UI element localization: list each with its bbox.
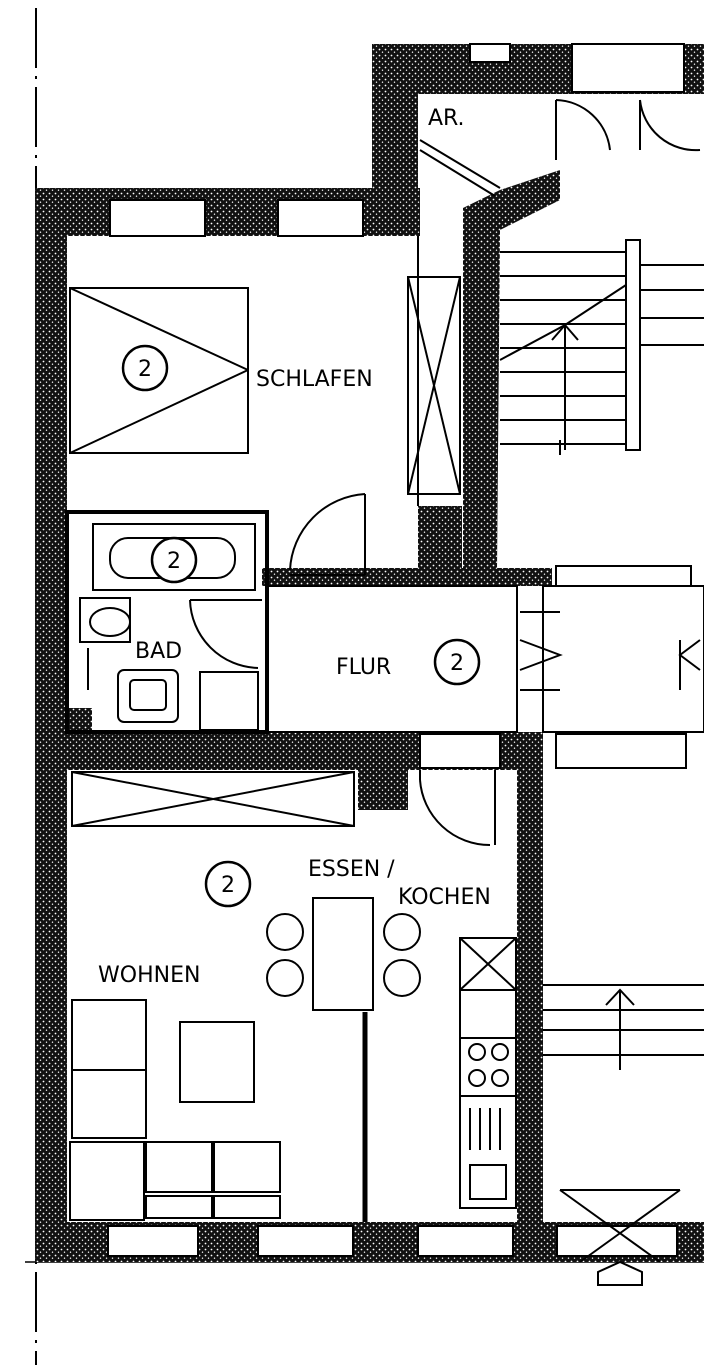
label-kochen: KOCHEN — [398, 885, 491, 910]
label-schlafen: SCHLAFEN — [256, 367, 373, 392]
svg-text:2: 2 — [221, 873, 235, 898]
windows — [107, 43, 692, 1257]
wardrobe-bedroom — [407, 276, 461, 495]
room-markers: 2 2 2 2 — [121, 344, 481, 908]
dining-set — [266, 897, 421, 1011]
svg-text:2: 2 — [450, 651, 464, 676]
label-wohnen: WOHNEN — [98, 963, 200, 988]
marker-bad: 2 — [150, 536, 198, 584]
label-ar: AR. — [428, 106, 465, 131]
marker-wohnen: 2 — [204, 860, 252, 908]
sofa-set — [69, 999, 281, 1221]
svg-text:2: 2 — [167, 549, 181, 574]
bed — [69, 287, 249, 454]
svg-text:2: 2 — [138, 357, 152, 382]
room-labels: AR. SCHLAFEN BAD FLUR ESSEN / KOCHEN WOH… — [98, 106, 491, 988]
label-flur: FLUR — [336, 655, 391, 680]
kitchen-units — [459, 937, 517, 1209]
wardrobe-living — [71, 771, 355, 827]
marker-flur: 2 — [433, 638, 481, 686]
interior-lines — [65, 236, 704, 1286]
label-bad: BAD — [135, 639, 182, 664]
label-essen: ESSEN / — [308, 857, 395, 882]
staircase — [499, 99, 704, 455]
bath-fixtures — [79, 597, 259, 731]
doors — [189, 139, 701, 847]
marker-schlafen: 2 — [121, 344, 169, 392]
